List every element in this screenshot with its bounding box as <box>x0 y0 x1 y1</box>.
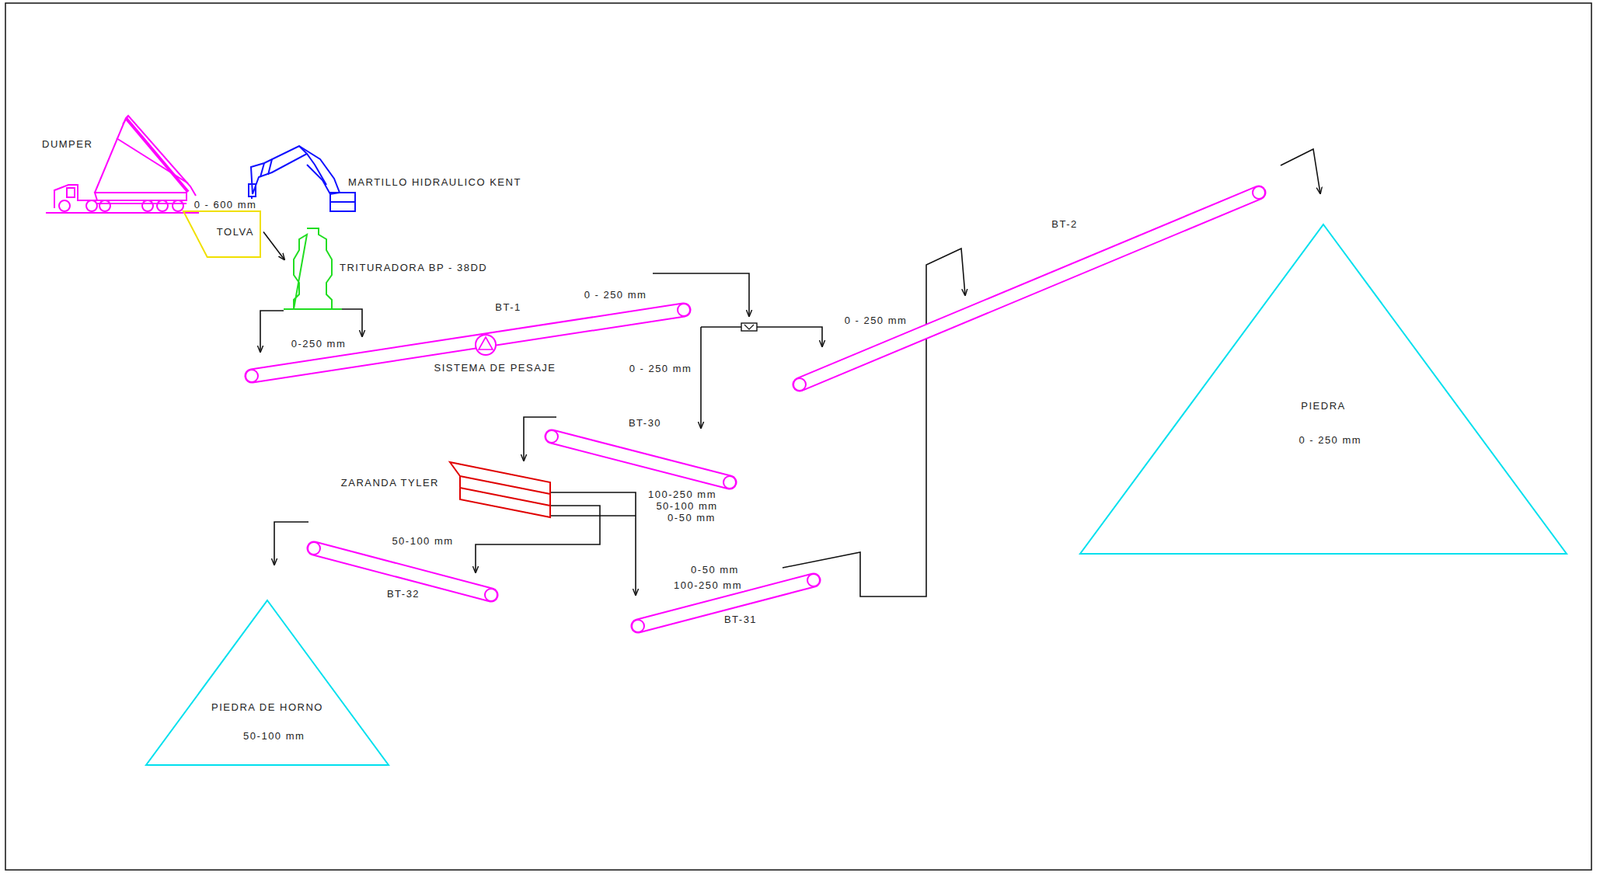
flow-label: 100-250 mm <box>672 579 744 592</box>
stockpile-shape <box>1080 224 1567 555</box>
flow-label: 0 - 250 mm <box>843 314 910 327</box>
flow-label: BT-1 <box>493 301 523 314</box>
weighing-system <box>475 334 496 356</box>
jaw-crusher-shape <box>283 228 342 311</box>
node-text: PIEDRA DE HORNO <box>211 701 324 714</box>
flow-label: 0 - 250 mm <box>582 289 649 301</box>
flow-label: MARTILLO HIDRAULICO KENT <box>346 176 523 189</box>
flow-label: 0-50 mm <box>665 512 718 524</box>
flow-label: BT-30 <box>627 417 663 429</box>
hopper: TOLVA <box>183 211 261 258</box>
node-text: TOLVA <box>216 226 255 238</box>
stockpile: PIEDRA 0 - 250 mm <box>1080 224 1567 555</box>
flow-label: SISTEMA DE PESAJE <box>432 362 558 374</box>
diverter-valve <box>741 323 757 332</box>
dumper-truck <box>45 115 199 213</box>
conveyor-belts <box>245 186 1266 633</box>
node-text: PIEDRA <box>1300 400 1346 412</box>
stockpile: PIEDRA DE HORNO 50-100 mm <box>146 600 389 766</box>
flow-label: 0-250 mm <box>289 338 349 350</box>
flow-label: BT-31 <box>722 613 759 626</box>
vibrating-screen-shape <box>449 462 551 518</box>
flow-label: DUMPER <box>40 138 95 150</box>
node-text: ZARANDA TYLER <box>341 477 440 489</box>
vibrating-screen: ZARANDA TYLER <box>449 462 551 518</box>
flow-label: BT-2 <box>1049 218 1079 231</box>
flow-label: BT-32 <box>385 588 422 600</box>
stockpile-outline <box>146 600 389 766</box>
flow-label: 0 - 600 mm <box>192 198 259 211</box>
flow-label: 100-250 mm <box>646 488 719 501</box>
hydraulic-hammer <box>248 146 356 212</box>
node-text: TRITURADORA BP - 38DD <box>339 261 488 274</box>
flow-lines <box>260 149 1321 597</box>
hopper-outline <box>183 211 261 258</box>
stockpile-outline <box>1080 224 1567 555</box>
crusher-outline <box>283 228 342 310</box>
flow-label: 50-100 mm <box>654 500 719 513</box>
flow-label: 50-100 mm <box>390 535 455 548</box>
node-text: 50-100 mm <box>243 730 305 743</box>
node-text: 0 - 250 mm <box>1298 434 1362 447</box>
flow-arrow <box>263 232 285 261</box>
flow-label: 0 - 250 mm <box>627 362 694 375</box>
screen-outline <box>449 462 551 518</box>
jaw-crusher: TRITURADORA BP - 38DD <box>283 228 342 311</box>
flow-label: 0-50 mm <box>689 564 741 576</box>
